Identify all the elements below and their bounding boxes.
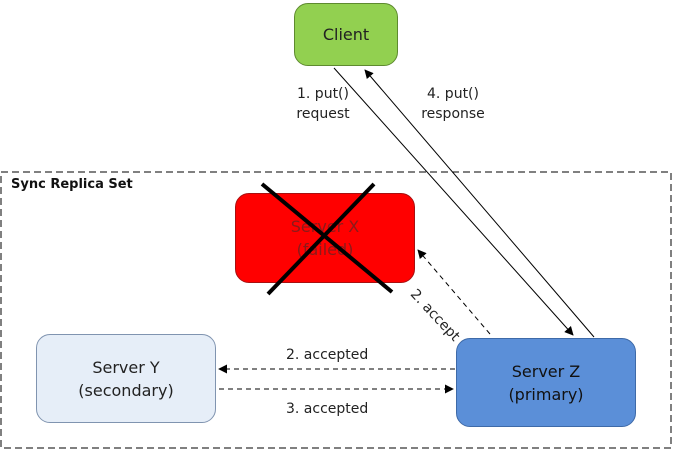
client-label: Client: [322, 25, 370, 44]
put-response-arrow: [364, 69, 595, 338]
put-response-line1: 4. put(): [427, 86, 479, 102]
put-response-label: 4. put() response: [416, 84, 490, 124]
put-request-line1: 1. put(): [297, 86, 349, 102]
replica-set-boundary: [0, 171, 672, 449]
server-x-role: (failed): [296, 240, 354, 259]
client-node: Client: [294, 3, 398, 66]
put-response-line2: response: [421, 106, 485, 122]
server-z-name: Server Z: [511, 361, 581, 381]
put-request-arrow: [333, 67, 574, 336]
server-y-role: (secondary): [78, 380, 174, 400]
accept-arrow: [417, 249, 491, 335]
server-y-node: Server Y (secondary): [36, 334, 216, 423]
put-request-label: 1. put() request: [288, 84, 358, 124]
accepted-label-1: 2. accepted: [286, 347, 369, 363]
replica-set-label: Sync Replica Set: [11, 177, 133, 192]
accepted-label-2: 3. accepted: [286, 401, 369, 417]
server-y-name: Server Y: [92, 357, 160, 377]
put-request-line2: request: [296, 106, 350, 122]
failed-cross-line-a: [260, 182, 394, 294]
server-z-node: Server Z (primary): [456, 338, 636, 427]
server-z-role: (primary): [508, 384, 584, 404]
failed-cross-line-b: [266, 182, 376, 296]
